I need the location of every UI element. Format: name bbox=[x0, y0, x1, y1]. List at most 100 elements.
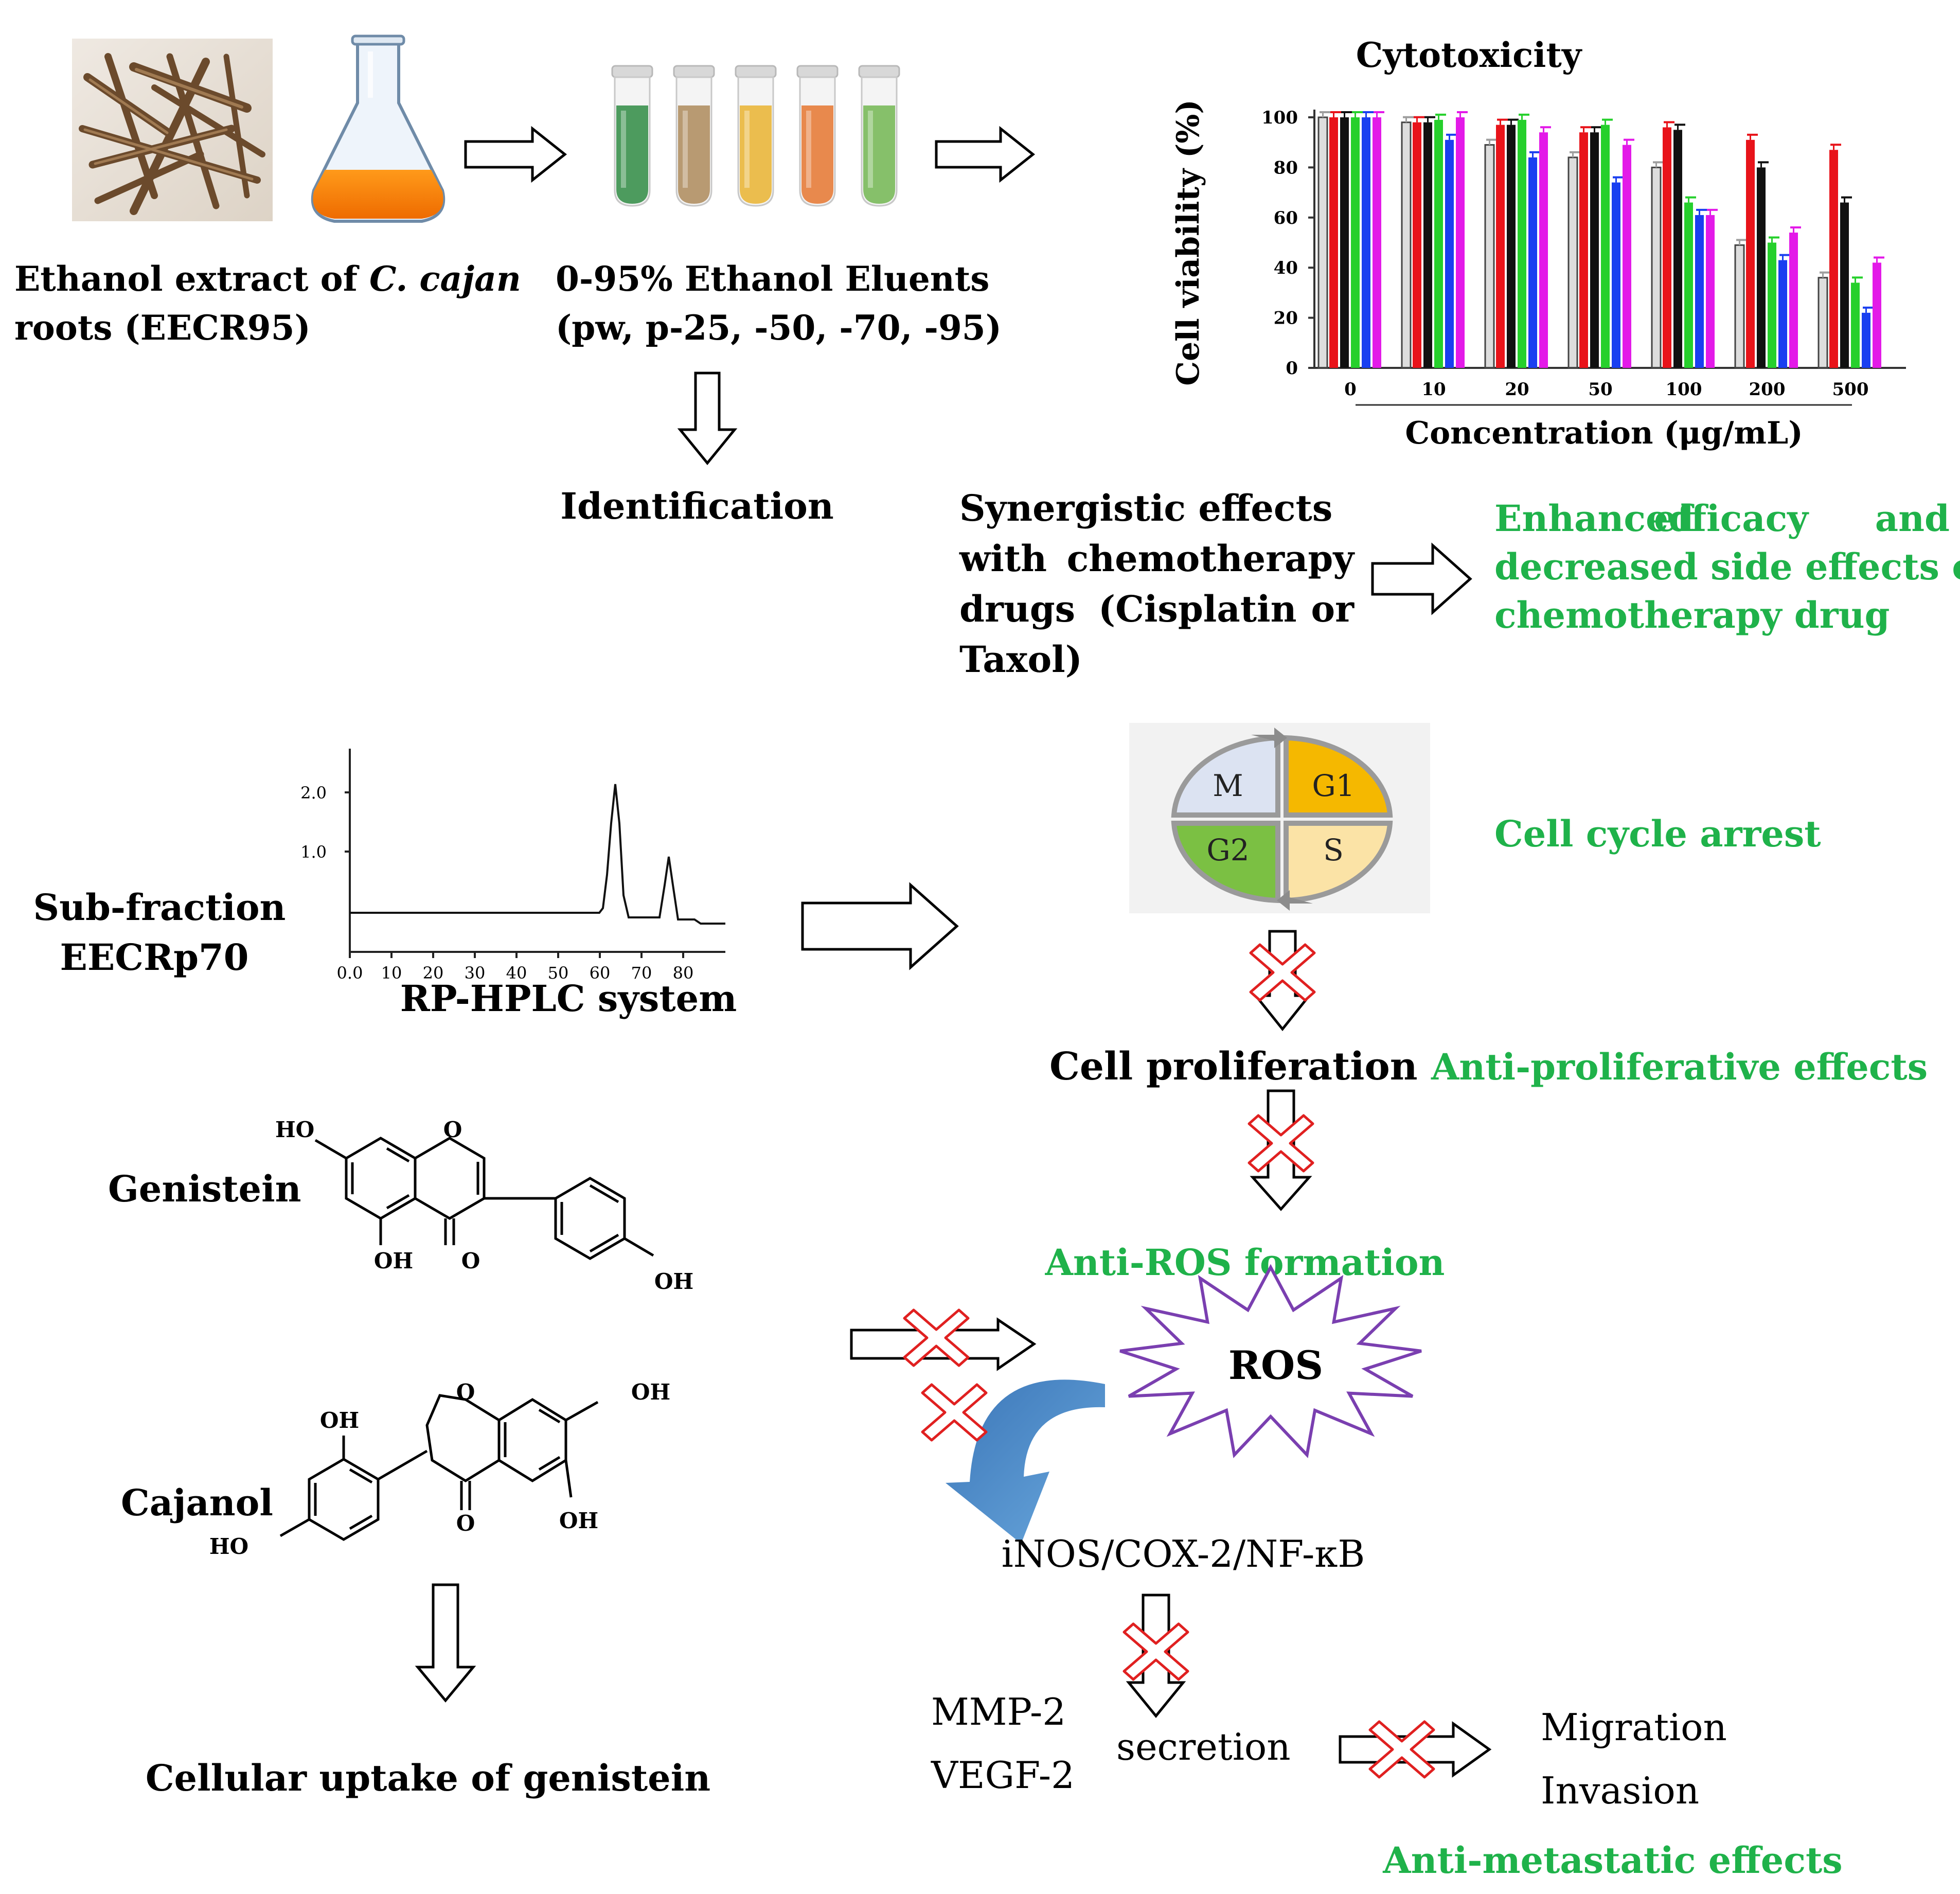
y-tick-label: 20 bbox=[1274, 308, 1298, 329]
bar bbox=[1329, 117, 1338, 368]
svg-text:ROS: ROS bbox=[1228, 1342, 1323, 1388]
svg-text:OH: OH bbox=[559, 1508, 598, 1533]
bar bbox=[1734, 244, 1745, 369]
cajanol-atoms: O OH OH O OH HO bbox=[209, 1379, 670, 1559]
svg-text:Taxol): Taxol) bbox=[959, 638, 1082, 681]
subfraction-label-line2: EECRp70 bbox=[60, 936, 249, 979]
invasion-label: Invasion bbox=[1541, 1769, 1699, 1812]
x-tick-label: 100 bbox=[1666, 379, 1702, 400]
y-tick-label: 80 bbox=[1274, 157, 1298, 178]
bar bbox=[1434, 119, 1443, 368]
x-tick-label: 20 bbox=[423, 963, 444, 983]
bar bbox=[1567, 156, 1578, 369]
hplc-caption: RP-HPLC system bbox=[400, 977, 737, 1020]
x-tick-label: 10 bbox=[1421, 379, 1446, 400]
bar bbox=[1507, 125, 1516, 368]
test-tube bbox=[735, 65, 777, 207]
x-tick-label: 10 bbox=[381, 963, 402, 983]
anti-proliferative-label: Anti-proliferative effects bbox=[1431, 1046, 1928, 1088]
bar bbox=[1829, 150, 1838, 368]
test-tube bbox=[858, 65, 900, 207]
test-tube bbox=[796, 65, 839, 207]
x-tick-label: 200 bbox=[1749, 379, 1786, 400]
x-tick-label: 0 bbox=[1344, 379, 1357, 400]
bar bbox=[1362, 117, 1370, 368]
extract-label-line2: roots (EECR95) bbox=[14, 308, 311, 348]
bar bbox=[1623, 145, 1631, 368]
bar bbox=[1590, 132, 1599, 368]
phase-label: S bbox=[1323, 833, 1344, 868]
secretion-label: secretion bbox=[1116, 1725, 1291, 1768]
cycle-arrow-icon bbox=[1251, 728, 1287, 748]
cellular-uptake-label: Cellular uptake of genistein bbox=[146, 1757, 710, 1799]
x-tick-label: 50 bbox=[1588, 379, 1612, 400]
cycle-arrow-icon bbox=[1277, 890, 1313, 911]
phase-g2 bbox=[1171, 821, 1280, 904]
arrow-eluents-to-cytotoxicity bbox=[935, 126, 1036, 183]
bar bbox=[1651, 166, 1662, 369]
x-tick-label: 0.0 bbox=[337, 963, 363, 983]
bar bbox=[1340, 117, 1349, 368]
bar bbox=[1851, 282, 1860, 368]
eluents-label: 0-95% Ethanol Eluents bbox=[556, 259, 989, 299]
subfraction-label: Sub-fraction bbox=[33, 886, 286, 929]
arrow-extract-to-eluents bbox=[464, 126, 567, 183]
x-tick-label: 30 bbox=[465, 963, 486, 983]
block-cross-icon bbox=[922, 1385, 986, 1440]
identification-label: Identification bbox=[560, 485, 833, 527]
genistein-structure bbox=[314, 1137, 654, 1260]
roots-photo bbox=[72, 39, 273, 221]
bar bbox=[1873, 262, 1881, 368]
svg-text:2.0: 2.0 bbox=[300, 783, 327, 803]
svg-text:O: O bbox=[443, 1117, 462, 1142]
svg-text:decreased side effects of: decreased side effects of bbox=[1494, 545, 1960, 588]
y-tick-label: 60 bbox=[1274, 208, 1298, 228]
bar bbox=[1768, 242, 1776, 368]
x-tick-label: 70 bbox=[631, 963, 652, 983]
svg-text:drugs: drugs bbox=[959, 588, 1075, 630]
svg-text:or: or bbox=[1311, 588, 1355, 630]
bar bbox=[1757, 167, 1766, 368]
bar bbox=[1840, 202, 1849, 368]
chart-title: Cytotoxicity bbox=[1356, 35, 1582, 75]
svg-text:O: O bbox=[461, 1248, 480, 1273]
svg-text:with: with bbox=[959, 537, 1047, 580]
extract-label: Ethanol extract of C. cajan bbox=[14, 259, 521, 299]
bar bbox=[1706, 215, 1715, 368]
bar bbox=[1539, 132, 1548, 368]
x-axis-label: Concentration (μg/mL) bbox=[1405, 415, 1803, 451]
bar bbox=[1484, 144, 1495, 369]
svg-text:Synergistic effects: Synergistic effects bbox=[959, 487, 1332, 529]
ros-to-inos-curved-arrow bbox=[946, 1379, 1105, 1544]
y-axis-label: Cell viability (%) bbox=[1170, 99, 1206, 386]
bar bbox=[1496, 125, 1505, 368]
bar bbox=[1612, 182, 1620, 368]
eluents-label-line2: (pw, p-25, -50, -70, -95) bbox=[556, 308, 1002, 348]
x-tick-label: 500 bbox=[1832, 379, 1869, 400]
phase-m bbox=[1171, 735, 1280, 818]
arrow-synergy-to-enhanced bbox=[1371, 542, 1472, 615]
bar bbox=[1695, 215, 1704, 368]
x-tick-label: 60 bbox=[590, 963, 611, 983]
bar bbox=[1528, 157, 1537, 368]
arrow-hplc-to-cellcycle bbox=[801, 882, 959, 970]
bar bbox=[1317, 116, 1328, 369]
bar bbox=[1663, 127, 1671, 368]
vegf2-label: VEGF-2 bbox=[931, 1754, 1075, 1797]
enhanced-efficacy-text: Enhanced efficacy and decreased side eff… bbox=[1494, 497, 1960, 636]
bar bbox=[1789, 233, 1798, 368]
genistein-name: Genistein bbox=[108, 1167, 301, 1210]
bar bbox=[1746, 139, 1755, 368]
phase-label: G2 bbox=[1206, 833, 1249, 868]
bar bbox=[1818, 277, 1828, 369]
inos-cox2-nfkb-label: iNOS/COX-2/NF-κB bbox=[1002, 1532, 1365, 1576]
cajanol-structure bbox=[279, 1394, 599, 1541]
mmp2-label: MMP-2 bbox=[931, 1690, 1066, 1733]
svg-text:OH: OH bbox=[631, 1379, 670, 1405]
bar bbox=[1373, 117, 1381, 368]
bar bbox=[1579, 132, 1588, 368]
cell-proliferation-label: Cell proliferation bbox=[1049, 1045, 1418, 1089]
svg-text:O: O bbox=[456, 1379, 475, 1405]
